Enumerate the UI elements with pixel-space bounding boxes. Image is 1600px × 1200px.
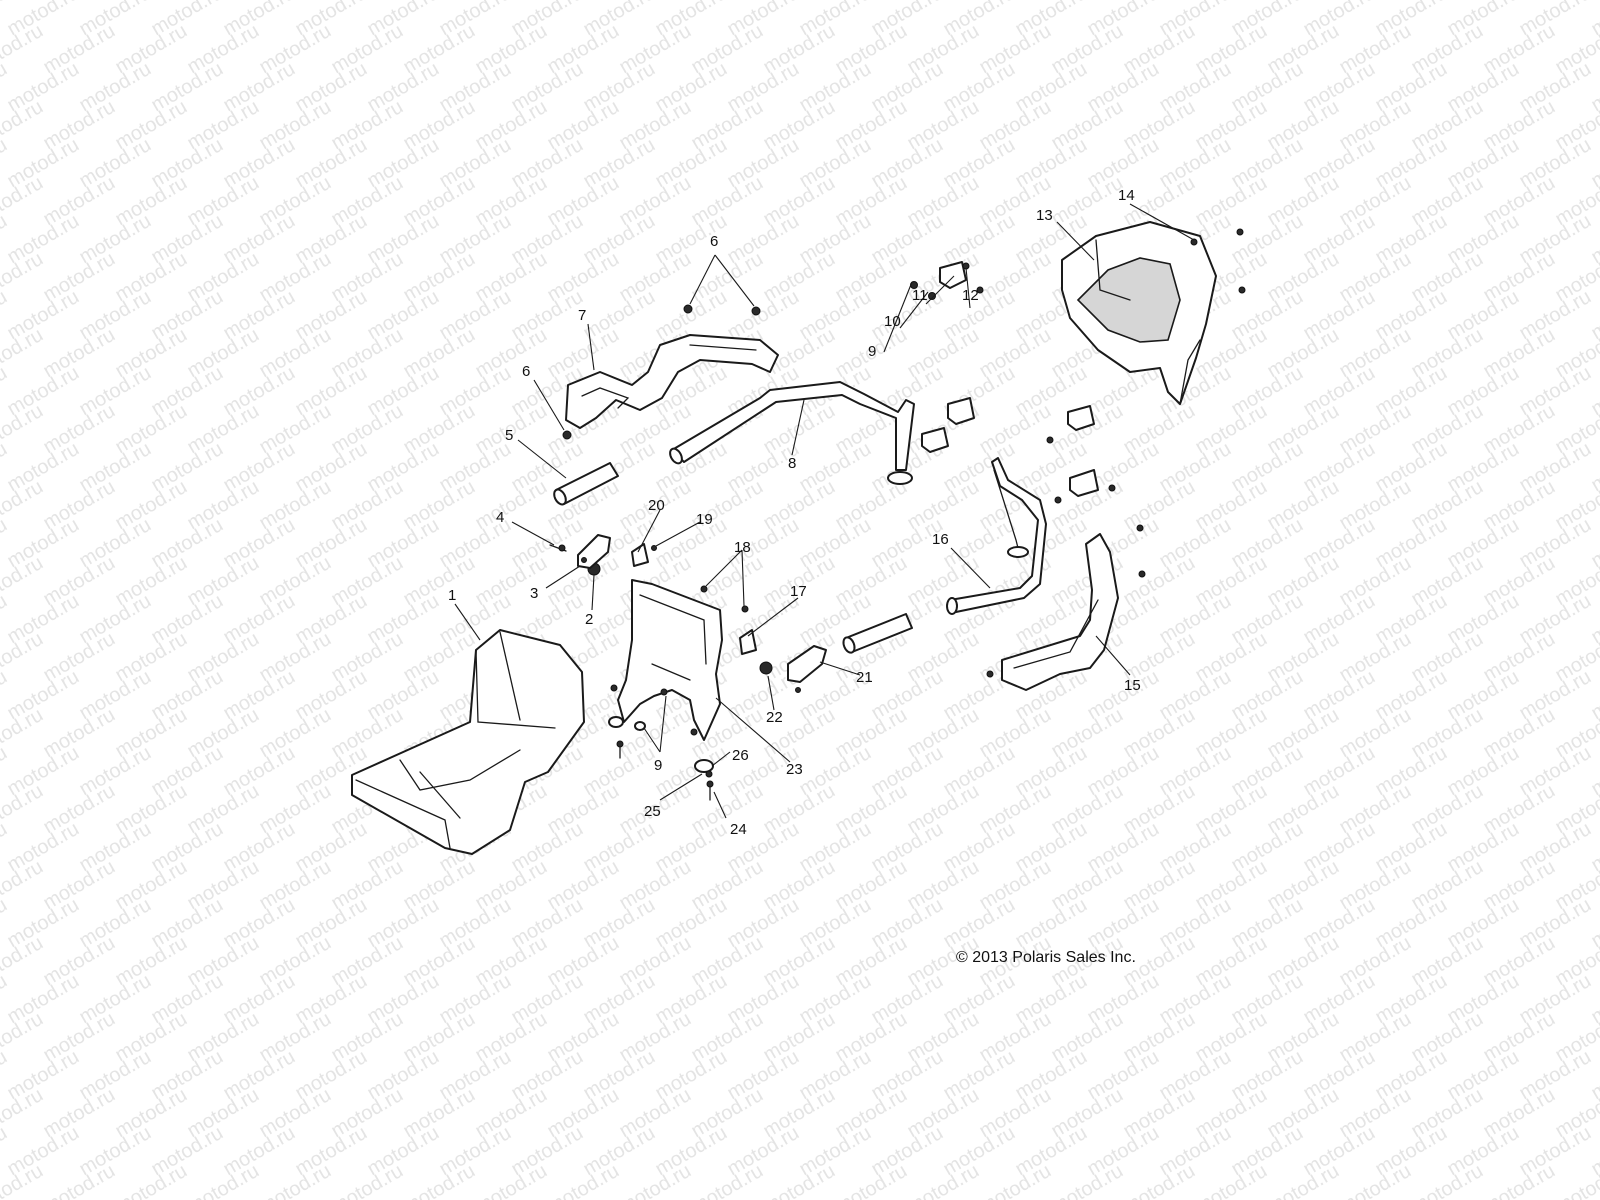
callout-15: 15: [1124, 677, 1141, 694]
part-grommet-right: [759, 661, 773, 675]
callout-11: 11: [912, 287, 928, 304]
callout-20: 20: [648, 497, 665, 514]
part-grab-handle-right: [986, 524, 1146, 691]
part-grab-handle-left: [565, 334, 779, 429]
callout-numbers: 1 2 3 4 5 6 6 7 8 9 9 10 11 12 13 14 15 …: [448, 187, 1141, 838]
callout-23: 23: [786, 761, 803, 778]
copyright-notice: © 2013 Polaris Sales Inc.: [956, 949, 1136, 966]
callout-12: 12: [962, 287, 979, 304]
callout-24: 24: [730, 821, 747, 838]
part-screws-6: [562, 304, 761, 440]
part-bolts-bushings: [616, 740, 714, 801]
callout-5: 5: [505, 427, 513, 444]
part-rear-cargo-box: [1061, 221, 1217, 405]
part-brackets-right: [1046, 405, 1116, 504]
callout-6b: 6: [522, 363, 530, 380]
part-brackets-upper: [910, 261, 984, 453]
callout-9b: 9: [654, 757, 662, 774]
callout-16: 16: [932, 531, 949, 548]
part-clips: [631, 543, 757, 655]
part-push-rivets-14: [1190, 228, 1246, 294]
callout-25: 25: [644, 803, 661, 820]
part-rear-bar-right: [946, 457, 1047, 615]
callout-10: 10: [884, 313, 901, 330]
callout-4: 4: [496, 509, 504, 526]
callout-18: 18: [734, 539, 751, 556]
callout-7: 7: [578, 307, 586, 324]
callout-26: 26: [732, 747, 749, 764]
callout-3: 3: [530, 585, 538, 602]
callout-8: 8: [788, 455, 796, 472]
callout-14: 14: [1118, 187, 1135, 204]
leader-lines: [454, 203, 1195, 819]
callout-2: 2: [585, 611, 593, 628]
callout-1: 1: [448, 587, 456, 604]
part-rear-bar: [669, 381, 915, 485]
callout-21: 21: [856, 669, 873, 686]
callout-22: 22: [766, 709, 783, 726]
part-seat-base: [608, 579, 723, 741]
part-latch-left: [577, 534, 611, 569]
callout-17: 17: [790, 583, 807, 600]
part-seat: [351, 629, 585, 855]
callout-19: 19: [696, 511, 713, 528]
part-tube-left: [553, 462, 619, 506]
callout-9a: 9: [868, 343, 876, 360]
part-screw-4: [549, 544, 567, 552]
part-nuts-18: [700, 585, 749, 613]
callout-6a: 6: [710, 233, 718, 250]
callout-13: 13: [1036, 207, 1053, 224]
part-latch-right: [787, 645, 827, 693]
part-tube-right: [842, 613, 913, 654]
